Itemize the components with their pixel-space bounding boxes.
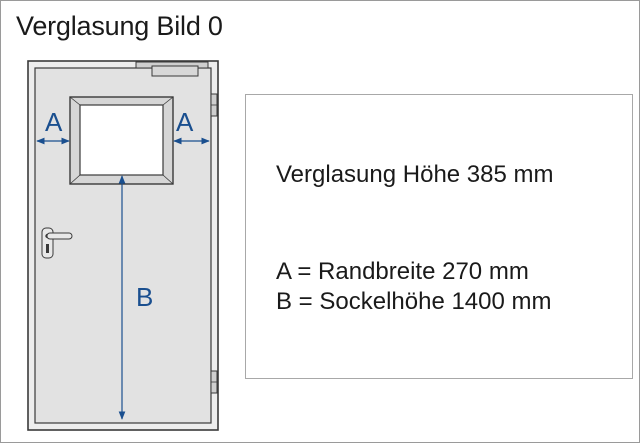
info-box: Verglasung Höhe 385 mm A = Randbreite 27… <box>245 94 633 379</box>
hinge-icon <box>210 93 218 117</box>
page-title: Verglasung Bild 0 <box>16 11 223 41</box>
glazing-height-text: Verglasung Höhe 385 mm <box>276 161 554 188</box>
glazing-window <box>69 96 174 185</box>
label-a-left: A <box>45 107 63 137</box>
base-height-text: B = Sockelhöhe 1400 mm <box>276 288 552 315</box>
edge-width-text: A = Randbreite 270 mm <box>276 258 529 285</box>
label-b: B <box>136 282 153 312</box>
hinge-icon <box>210 370 218 394</box>
door-handle-icon <box>41 227 73 259</box>
label-a-right: A <box>176 107 194 137</box>
door-closer-icon <box>135 61 209 77</box>
